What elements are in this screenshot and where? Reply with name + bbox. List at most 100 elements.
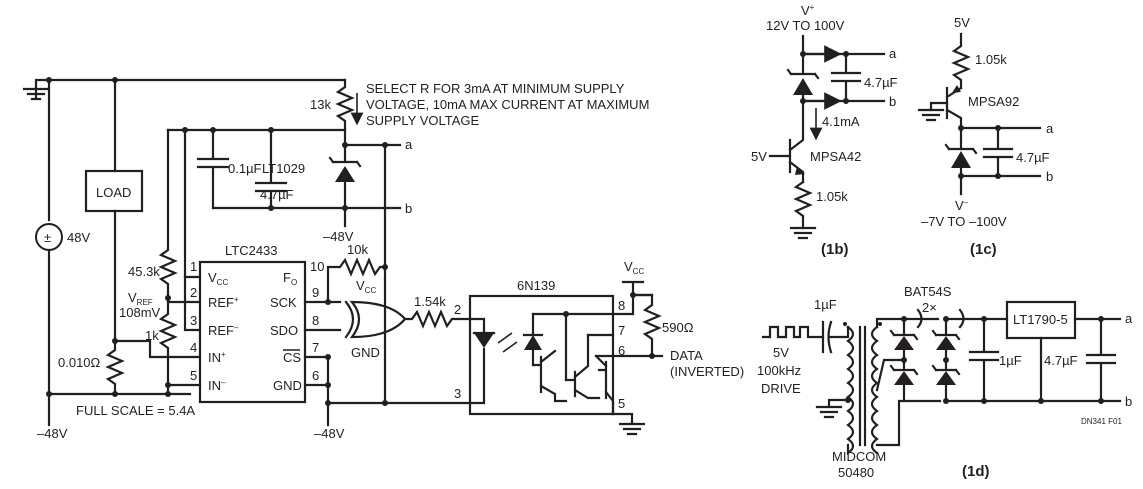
cap1-label: 0.1µF (228, 161, 262, 176)
r154-label: 1.54k (414, 294, 446, 309)
fig-1c: 5V 1.05k MPSA92 a 4.7µF b V– –7V TO –100… (917, 15, 1054, 258)
pin-n7: 7 (312, 340, 319, 355)
pin-vcc: VCC (208, 270, 228, 287)
fig1c-cap: 4.7µF (1016, 150, 1050, 165)
pin-n3: 3 (190, 313, 197, 328)
vref-value: 108mV (119, 305, 161, 320)
fig1d-cap-out: 4.7µF (1044, 353, 1078, 368)
xor-vcc: VCC (356, 278, 376, 295)
load-label: LOAD (96, 185, 131, 200)
pin-n5: 5 (190, 368, 197, 383)
ref-ic-label: LT1029 (262, 161, 305, 176)
opto-pin7: 7 (618, 323, 625, 338)
pin-n10: 10 (310, 259, 324, 274)
full-scale-label: FULL SCALE = 5.4A (76, 403, 195, 418)
ground-symbol (22, 87, 50, 101)
fig1d-regulator: LT1790-5 (1013, 312, 1068, 327)
xor-gnd: GND (351, 345, 380, 360)
fig1b-caption: (1b) (821, 241, 849, 258)
pin-n9: 9 (312, 285, 319, 300)
fig1d-cap-in: 1µF (814, 297, 837, 312)
fig-1b: V+ 12V TO 100V 4.7µF a b 4.1mA 5V MPSA42… (751, 3, 898, 258)
note-line1: SELECT R FOR 3mA AT MINIMUM SUPPLY (366, 81, 625, 96)
data-inverted-label: (INVERTED) (670, 364, 744, 379)
fig1b-base: 5V (751, 149, 767, 164)
pin-refn: REF– (208, 323, 239, 338)
pin-gnd: GND (273, 378, 302, 393)
fig1b-node-b: b (889, 94, 896, 109)
vref-label: VREF (128, 290, 153, 307)
opto-pin2: 2 (454, 302, 461, 317)
fig1b-node-a: a (889, 46, 897, 61)
fig1b-res: 1.05k (816, 189, 848, 204)
data-label: DATA (670, 348, 703, 363)
pin-inp: IN+ (208, 350, 226, 365)
r590-label: 590Ω (662, 320, 694, 335)
opto-pin8: 8 (618, 298, 625, 313)
fig1d-caption: (1d) (962, 463, 990, 480)
supply-sign: ± (44, 230, 51, 245)
main-node-b: b (405, 201, 412, 216)
vcc-out: VCC (624, 259, 644, 276)
pin-n1: 1 (190, 259, 197, 274)
fig1c-node-b: b (1046, 169, 1053, 184)
fig1b-current: 4.1mA (822, 114, 860, 129)
pin-refp: REF+ (208, 295, 239, 310)
fig1b-vplus: V+ (801, 3, 815, 18)
r1k-label: 1k (145, 328, 159, 343)
fig1c-res: 1.05k (975, 52, 1007, 67)
neg48-mid: –48V (314, 426, 345, 441)
fig1d-diodes: BAT54S (904, 284, 952, 299)
fig1c-range: –7V TO –100V (921, 214, 1007, 229)
supply-48v: ± 48V (35, 223, 90, 251)
fig1d-figure-id: DN341 F01 (1081, 417, 1122, 426)
fig1b-cap: 4.7µF (864, 75, 898, 90)
fig1d-cap-mid: 1µF (999, 353, 1022, 368)
opto-label: 6N139 (517, 278, 555, 293)
fig1c-supply: 5V (954, 15, 970, 30)
xor-gate (344, 300, 407, 339)
fig1c-transistor: MPSA92 (968, 94, 1019, 109)
pin-fo: FO (283, 270, 297, 287)
fig1c-vminus: V– (955, 198, 969, 213)
bat54s-left (889, 317, 919, 403)
adc-label: LTC2433 (225, 243, 278, 258)
fig1b-transistor: MPSA42 (810, 149, 861, 164)
fig-1d: 5V 100kHz DRIVE 1µF MIDCOM 50480 BAT54S … (757, 284, 1133, 480)
neg48-top: –48V (323, 229, 354, 244)
pin-sck: SCK (270, 295, 297, 310)
pin-n4: 4 (190, 340, 197, 355)
r13k-label: 13k (310, 97, 331, 112)
r10k-label: 10k (347, 242, 368, 257)
opto-pin3: 3 (454, 386, 461, 401)
fig1d-xfmr2: 50480 (838, 465, 874, 480)
main-node-a: a (405, 137, 413, 152)
fig1d-drive1: 5V (773, 345, 789, 360)
opto-pin6: 6 (618, 343, 625, 358)
fig1c-caption: (1c) (970, 241, 997, 258)
neg48-left: –48V (37, 426, 68, 441)
fig1c-node-a: a (1046, 121, 1054, 136)
supply-label: 48V (67, 230, 90, 245)
note-line3: SUPPLY VOLTAGE (366, 113, 480, 128)
cap2-label: 4.7µF (260, 187, 294, 202)
pin-sdo: SDO (270, 323, 298, 338)
fig1d-drive3: DRIVE (761, 381, 801, 396)
pin-n2: 2 (190, 285, 197, 300)
pin-inn: IN– (208, 378, 226, 393)
shunt-label: 0.010Ω (58, 355, 101, 370)
opto-pin5: 5 (618, 396, 625, 411)
bat54s-right (931, 317, 961, 403)
zener-lt1029 (328, 143, 362, 210)
fig1d-drive2: 100kHz (757, 363, 801, 378)
fig1d-node-a: a (1125, 311, 1133, 326)
ltc2433-chip (198, 260, 307, 404)
pin-n6: 6 (312, 368, 319, 383)
pin-cs: CS (283, 350, 301, 365)
fig1d-node-b: b (1125, 394, 1132, 409)
pin-n8: 8 (312, 313, 319, 328)
fig1b-range: 12V TO 100V (766, 18, 845, 33)
main-circuit: ± 48V –48V LOAD 0.010Ω FULL SCALE = 5.4A… (22, 77, 744, 441)
r45k-label: 45.3k (128, 264, 160, 279)
